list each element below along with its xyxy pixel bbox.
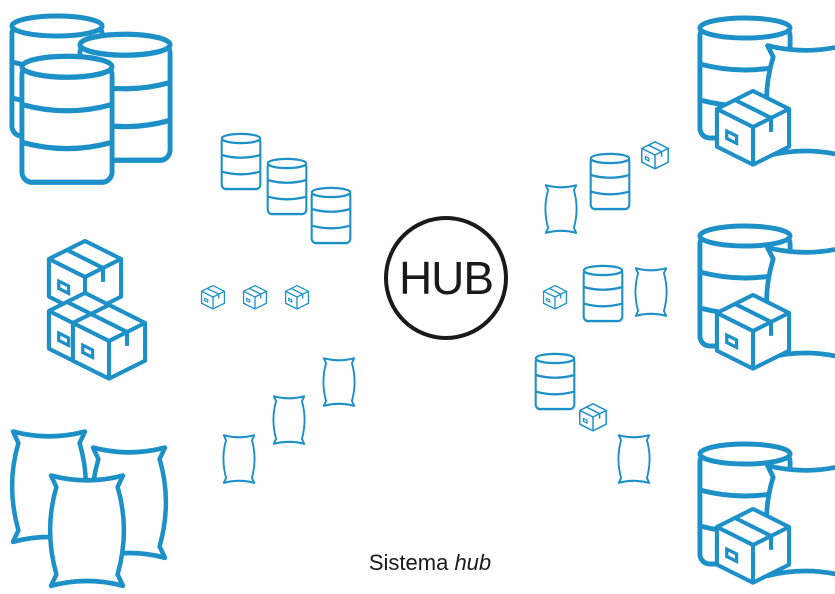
right-spoke-lower (534, 352, 651, 484)
right-spoke-middle (542, 264, 668, 323)
right-cargo-group-bottom (700, 444, 835, 583)
diagram-caption: Sistema hub (300, 550, 560, 576)
left-barrel-group (12, 16, 170, 182)
left-spoke-boxes (200, 284, 310, 310)
right-cargo-group-middle (700, 226, 835, 369)
left-spoke-sacks (222, 357, 356, 484)
right-cargo-group-top (700, 18, 835, 165)
left-box-group (49, 241, 145, 379)
right-spoke-upper (544, 141, 669, 234)
caption-emphasis: hub (454, 550, 492, 575)
caption-main: Sistema (368, 550, 449, 575)
hub-ring (384, 216, 508, 340)
left-sack-group (12, 432, 166, 586)
hub-label: HUB (398, 252, 494, 304)
left-spoke-barrels (220, 132, 352, 245)
